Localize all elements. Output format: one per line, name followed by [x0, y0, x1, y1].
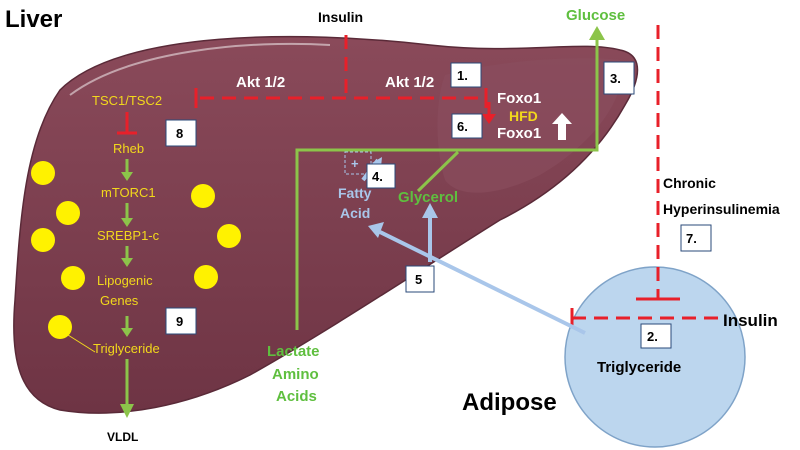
number-3: 3.	[610, 71, 621, 86]
vldl-label: VLDL	[107, 430, 138, 444]
inhibition-lines	[200, 25, 718, 320]
fat-droplet	[48, 315, 72, 339]
plus-sign: +	[351, 156, 359, 171]
number-box-3	[603, 61, 635, 95]
number-box-2	[640, 323, 672, 349]
number-2: 2.	[647, 329, 658, 344]
adipose-title: Adipose	[462, 389, 557, 416]
foxo1-top-label: Foxo1	[497, 90, 541, 107]
number-box-6	[451, 113, 483, 139]
akt-right-label: Akt 1/2	[385, 74, 434, 91]
number-5: 5	[415, 272, 422, 287]
lactate-glucose-path	[295, 38, 599, 330]
fat-droplet	[217, 224, 241, 248]
rheb-label: Rheb	[113, 141, 144, 156]
number-box-4	[366, 163, 396, 189]
liver-lobe	[437, 58, 622, 193]
fatty-acid-label-line1: Fatty	[338, 185, 372, 201]
fat-droplet	[31, 228, 55, 252]
triglyceride-liver-label: Triglyceride	[93, 341, 160, 356]
amino-label-line1: Amino	[272, 366, 319, 383]
number-box-8	[165, 119, 197, 147]
akt-left-label: Akt 1/2	[236, 74, 285, 91]
plus-box	[344, 151, 372, 175]
adipose-cell	[564, 266, 746, 448]
fat-droplets	[31, 161, 241, 339]
number-4: 4.	[372, 169, 383, 184]
fat-droplet	[61, 266, 85, 290]
hfd-label: HFD	[509, 108, 538, 124]
glucose-label: Glucose	[566, 7, 625, 24]
fatty-acid-label-line2: Acid	[340, 205, 370, 221]
lipogenic-label-line2: Genes	[100, 293, 139, 308]
foxo-up-arrow	[552, 113, 572, 140]
number-7: 7.	[686, 231, 697, 246]
liver-highlight	[69, 42, 331, 96]
number-box-7	[680, 224, 712, 252]
foxo1-bottom-label: Foxo1	[497, 125, 541, 142]
liver-title: Liver	[5, 6, 62, 33]
number-boxes: 1. 2. 3. 4. 5 6. 7. 8 9	[165, 61, 712, 349]
glycerol-label: Glycerol	[398, 189, 458, 206]
fat-droplet	[31, 161, 55, 185]
adipose-to-fatty-acid	[379, 230, 586, 335]
green-arrowheads	[120, 26, 605, 418]
amino-label-line2: Acids	[276, 388, 317, 405]
glucose-arrowhead	[589, 26, 605, 40]
fat-droplet	[56, 201, 80, 225]
number-8: 8	[176, 126, 183, 141]
adipose-triglyceride-label: Triglyceride	[597, 359, 681, 376]
mtorc1-label: mTORC1	[101, 185, 156, 200]
number-1: 1.	[457, 68, 468, 83]
srebp-label: SREBP1-c	[97, 228, 160, 243]
chronic-label-line1: Chronic	[663, 175, 716, 191]
chronic-label-line2: Hyperinsulinemia	[663, 201, 780, 217]
tsc-label: TSC1/TSC2	[92, 93, 162, 108]
droplet-connector	[67, 334, 96, 353]
lactate-label: Lactate	[267, 343, 320, 360]
foxo-down-arrow	[482, 102, 496, 124]
number-6: 6.	[457, 119, 468, 134]
glycerol-to-path	[416, 150, 460, 193]
insulin-right-label: Insulin	[723, 311, 778, 330]
fat-droplet	[194, 265, 218, 289]
green-arrows	[125, 38, 599, 408]
lipogenic-label-line1: Lipogenic	[97, 273, 153, 288]
number-box-9	[165, 307, 197, 335]
number-9: 9	[176, 314, 183, 329]
insulin-top-label: Insulin	[318, 9, 363, 25]
number-box-5	[405, 265, 435, 293]
number-box-1	[450, 62, 482, 88]
fat-droplet	[191, 184, 215, 208]
